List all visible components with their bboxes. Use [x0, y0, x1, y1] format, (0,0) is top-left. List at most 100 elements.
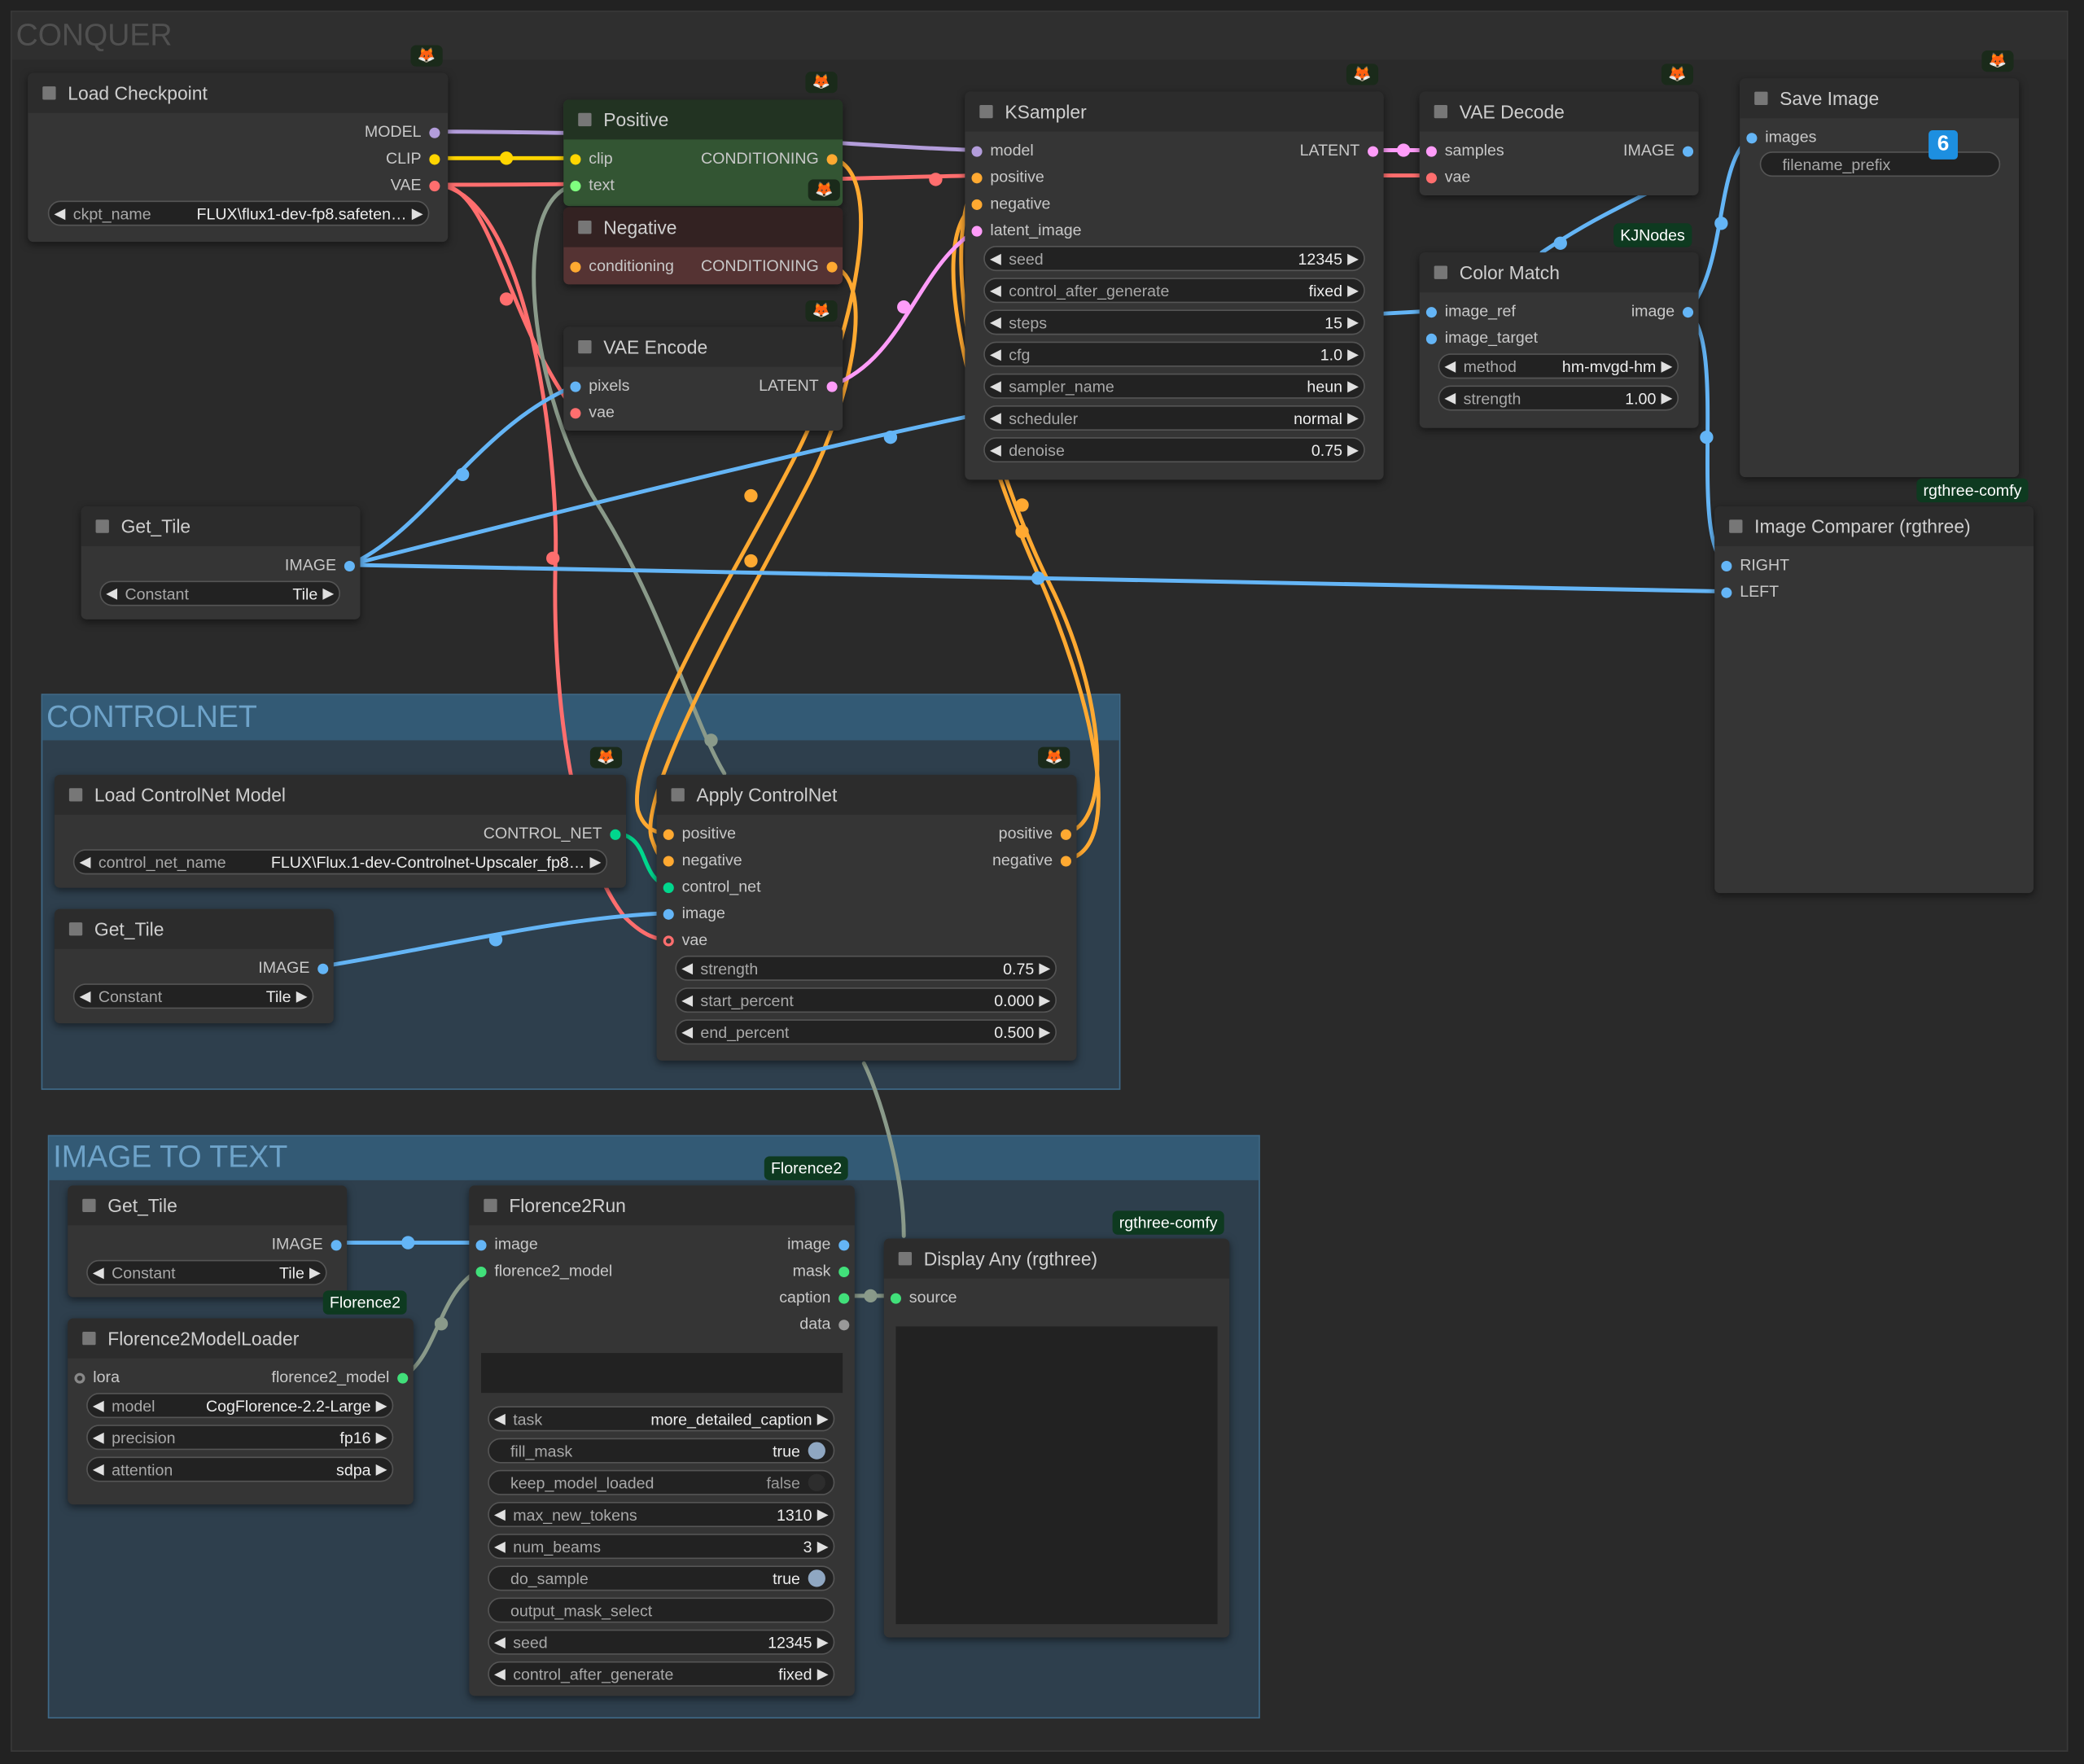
slot-dot[interactable]	[475, 1266, 487, 1278]
arrow-left-icon[interactable]: ◀	[1444, 358, 1456, 375]
output-latent[interactable]: LATENT	[1300, 141, 1379, 160]
collapse-toggle[interactable]	[82, 1331, 96, 1346]
slot-dot[interactable]	[570, 381, 581, 392]
collapse-toggle[interactable]	[82, 1198, 96, 1213]
arrow-left-icon[interactable]: ◀	[989, 442, 1001, 459]
collapse-toggle[interactable]	[1754, 91, 1768, 105]
output-clip[interactable]: CLIP	[386, 149, 440, 168]
arrow-right-icon[interactable]: ▶	[1347, 379, 1359, 395]
arrow-right-icon[interactable]: ▶	[1347, 314, 1359, 331]
output-image[interactable]: IMAGE	[1623, 141, 1694, 160]
node-negative[interactable]: Negative conditioning CONDITIONING	[563, 207, 843, 285]
toggle-off-icon[interactable]	[808, 1473, 825, 1491]
output-caption[interactable]: caption	[779, 1288, 850, 1307]
arrow-left-icon[interactable]: ◀	[92, 1429, 104, 1447]
arrow-left-icon[interactable]: ◀	[92, 1461, 104, 1478]
collapse-toggle[interactable]	[671, 788, 685, 802]
arrow-left-icon[interactable]: ◀	[1444, 391, 1456, 407]
slot-dot[interactable]	[1682, 146, 1694, 157]
slot-dot[interactable]	[663, 882, 674, 894]
slot-dot[interactable]	[1425, 173, 1437, 184]
node-apply-controlnet[interactable]: Apply ControlNet positive negative contr…	[656, 774, 1077, 1061]
arrow-left-icon[interactable]: ◀	[989, 347, 1001, 363]
arrow-left-icon[interactable]: ◀	[493, 1411, 506, 1428]
slot-dot[interactable]	[74, 1372, 85, 1384]
output-data[interactable]: data	[799, 1315, 850, 1333]
slot-dot[interactable]	[663, 829, 674, 840]
output-conditioning[interactable]: CONDITIONING	[701, 256, 838, 275]
input-image[interactable]: image	[475, 1235, 538, 1254]
input-negative[interactable]: negative	[971, 194, 1050, 212]
slot-dot[interactable]	[1721, 560, 1732, 572]
input-negative[interactable]: negative	[663, 851, 742, 869]
arrow-right-icon[interactable]: ▶	[1039, 1024, 1051, 1041]
slot-dot[interactable]	[397, 1372, 409, 1384]
slot-dot[interactable]	[838, 1293, 850, 1304]
arrow-left-icon[interactable]: ◀	[989, 379, 1001, 395]
input-florence2-model[interactable]: florence2_model	[475, 1261, 612, 1280]
collapse-toggle[interactable]	[898, 1252, 913, 1266]
arrow-right-icon[interactable]: ▶	[375, 1398, 387, 1415]
slot-dot[interactable]	[429, 181, 440, 192]
arrow-right-icon[interactable]: ▶	[817, 1666, 829, 1683]
arrow-right-icon[interactable]: ▶	[1039, 961, 1051, 978]
slot-dot[interactable]	[971, 225, 983, 237]
arrow-right-icon[interactable]: ▶	[375, 1429, 387, 1447]
output-model[interactable]: MODEL	[365, 122, 440, 141]
slot-dot[interactable]	[971, 173, 983, 184]
slot-dot[interactable]	[838, 1320, 850, 1331]
slot-dot[interactable]	[838, 1266, 850, 1278]
arrow-left-icon[interactable]: ◀	[79, 988, 91, 1005]
slot-dot[interactable]	[1682, 307, 1694, 318]
arrow-right-icon[interactable]: ▶	[1347, 347, 1359, 363]
slot-dot[interactable]	[663, 908, 674, 920]
arrow-right-icon[interactable]: ▶	[1661, 358, 1673, 375]
arrow-left-icon[interactable]: ◀	[79, 854, 91, 871]
arrow-right-icon[interactable]: ▶	[322, 586, 335, 602]
node-positive[interactable]: Positive clip text CONDITIONING	[563, 99, 843, 207]
output-positive[interactable]: positive	[999, 824, 1071, 843]
input-right[interactable]: RIGHT	[1721, 555, 1789, 574]
arrow-right-icon[interactable]: ▶	[375, 1461, 387, 1478]
input-lora[interactable]: lora	[74, 1368, 120, 1386]
arrow-right-icon[interactable]: ▶	[1661, 391, 1673, 407]
arrow-left-icon[interactable]: ◀	[54, 206, 66, 222]
slot-dot[interactable]	[826, 154, 838, 165]
slot-dot[interactable]	[570, 154, 581, 165]
arrow-left-icon[interactable]: ◀	[92, 1265, 104, 1281]
slot-dot[interactable]	[429, 154, 440, 165]
input-clip[interactable]: clip	[570, 149, 613, 168]
node-image-comparer[interactable]: Image Comparer (rgthree) RIGHT LEFT	[1714, 506, 2034, 894]
collapse-toggle[interactable]	[1434, 104, 1448, 119]
text-prompt-area[interactable]	[481, 1353, 843, 1394]
output-latent[interactable]: LATENT	[759, 376, 838, 395]
node-save-image[interactable]: Save Image images filename_prefix	[1740, 78, 2020, 478]
input-pixels[interactable]: pixels	[570, 376, 629, 395]
arrow-right-icon[interactable]: ▶	[1347, 282, 1359, 300]
arrow-right-icon[interactable]: ▶	[817, 1635, 829, 1651]
toggle-on-icon[interactable]	[808, 1569, 825, 1587]
node-florence2-run[interactable]: Florence2Run image florence2_model image…	[469, 1185, 855, 1696]
arrow-left-icon[interactable]: ◀	[92, 1398, 104, 1415]
arrow-right-icon[interactable]: ▶	[411, 206, 423, 222]
input-latent-image[interactable]: latent_image	[971, 221, 1082, 239]
toggle-on-icon[interactable]	[808, 1442, 825, 1460]
input-vae[interactable]: vae	[663, 930, 707, 949]
